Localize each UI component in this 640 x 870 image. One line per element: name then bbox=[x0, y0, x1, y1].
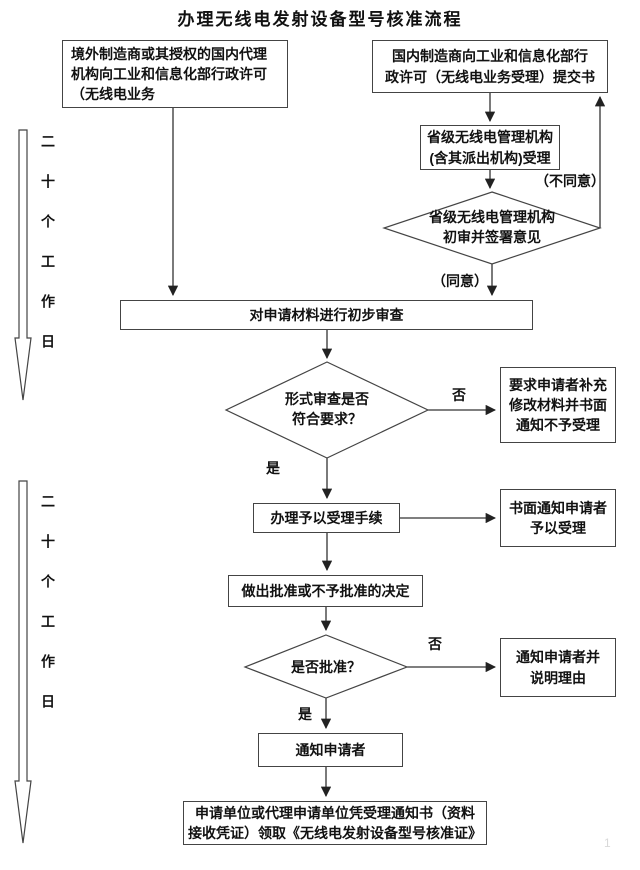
diamond-formal-review bbox=[224, 361, 430, 459]
node-handle-acceptance: 办理予以受理手续 bbox=[253, 503, 400, 533]
node-foreign-manufacturer: 境外制造商或其授权的国内代理 机构向工业和信息化部行政许可 （无线电业务 bbox=[62, 40, 288, 108]
timeline-arrow-upper bbox=[14, 129, 32, 401]
node-receive-certificate: 申请单位或代理申请单位凭受理通知书（资料 接收凭证）领取《无线电发射设备型号核准… bbox=[183, 801, 487, 845]
node-require-supplement: 要求申请者补充 修改材料并书面 通知不予受理 bbox=[500, 367, 616, 443]
page-title: 办理无线电发射设备型号核准流程 bbox=[177, 10, 463, 29]
node-written-notice-accept: 书面通知申请者 予以受理 bbox=[500, 489, 616, 547]
node-provincial-review: 省级无线电管理机构 初审并签署意见 bbox=[429, 209, 555, 245]
edge-label-approve-yes: 是 bbox=[298, 706, 312, 722]
timeline-label-upper: 二十个工作日 bbox=[40, 134, 56, 374]
node-domestic-manufacturer: 国内制造商向工业和信息化部行 政许可（无线电业务受理）提交书 bbox=[372, 40, 608, 93]
node-formal-review: 形式审查是否 符合要求？ bbox=[285, 391, 369, 427]
node-notify-applicant: 通知申请者 bbox=[258, 733, 403, 767]
edge-label-formal-no: 否 bbox=[452, 387, 466, 403]
timeline-label-lower: 二十个工作日 bbox=[40, 494, 56, 734]
diamond-provincial-review bbox=[382, 191, 602, 265]
edge-label-formal-yes: 是 bbox=[266, 460, 280, 476]
node-provincial-accept: 省级无线电管理机构 (含其派出机构)受理 bbox=[420, 125, 560, 170]
node-notify-reason: 通知申请者并 说明理由 bbox=[500, 638, 616, 697]
node-preliminary-review: 对申请材料进行初步审查 bbox=[120, 300, 533, 330]
timeline-arrow-lower bbox=[14, 480, 32, 844]
edge-label-approve-no: 否 bbox=[428, 636, 442, 652]
edge-label-agree: （同意） bbox=[432, 273, 488, 289]
edge-label-disagree: （不同意） bbox=[535, 173, 605, 189]
diamond-approve-decision bbox=[243, 634, 409, 699]
node-make-decision: 做出批准或不予批准的决定 bbox=[228, 575, 423, 607]
page-number: 1 bbox=[604, 836, 611, 850]
node-approve-decision: 是否批准？ bbox=[291, 659, 361, 676]
